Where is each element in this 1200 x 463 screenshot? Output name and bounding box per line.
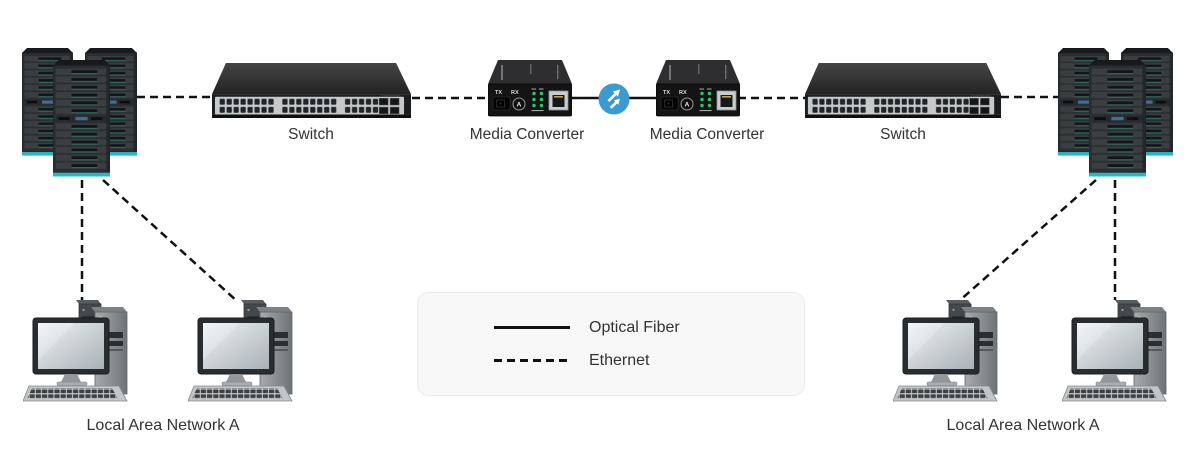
switch-left: [211, 63, 412, 118]
workstation-right-2: [1062, 299, 1167, 402]
ethernet-link-server-pc2-left: [102, 179, 239, 303]
switch-left-label: Switch: [288, 126, 334, 143]
lan-right-label: Local Area Network A: [946, 417, 1100, 434]
media-converter-right: [656, 60, 740, 117]
ethernet-line-sample: [494, 359, 570, 362]
media-converter-left-label: Media Converter: [469, 126, 585, 143]
workstation-right-1: [893, 299, 998, 402]
ethernet-label: Ethernet: [589, 351, 650, 369]
server-cluster-right: [1058, 48, 1173, 178]
fiber-link-icon: [598, 83, 630, 115]
optical-fiber-label: Optical Fiber: [589, 318, 680, 336]
switch-right: [804, 63, 1002, 118]
switch-right-label: Switch: [880, 126, 926, 143]
ethernet-link-server-pc1-right: [957, 179, 1097, 303]
server-cluster-left: [22, 48, 137, 178]
workstation-left-2: [188, 299, 293, 402]
legend-row-optical-fiber: Optical Fiber: [494, 318, 804, 337]
lan-left-label: Local Area Network A: [86, 417, 240, 434]
media-converter-left: [488, 60, 572, 117]
media-converter-right-label: Media Converter: [649, 126, 765, 143]
legend-row-ethernet: Ethernet: [494, 351, 804, 370]
optical-fiber-line-sample: [494, 326, 570, 329]
workstation-left-1: [23, 299, 128, 402]
legend: Optical Fiber Ethernet: [417, 292, 805, 396]
connections: [80, 95, 1117, 303]
